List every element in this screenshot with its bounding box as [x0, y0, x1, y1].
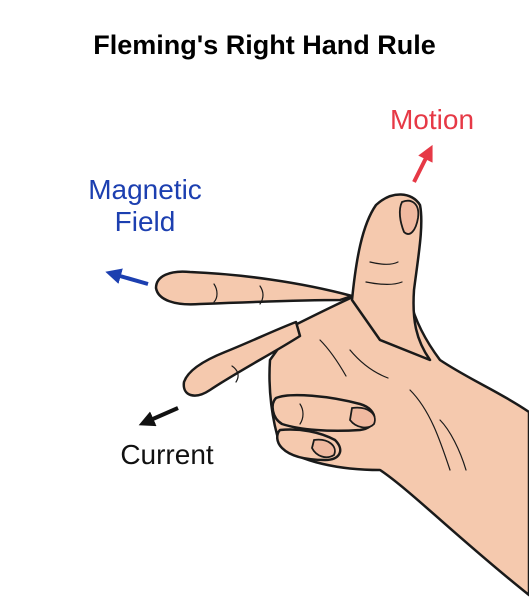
diagram-title: Fleming's Right Hand Rule: [93, 30, 436, 60]
magnetic-field-label-line2: Field: [114, 206, 176, 238]
index-finger: [154, 270, 354, 306]
motion-label: Motion: [389, 104, 475, 135]
thumbnail-icon: [398, 199, 420, 235]
ring-finger: [271, 393, 376, 432]
motion-arrow: [412, 144, 433, 183]
magnetic-field-label: Magnetic Field: [60, 174, 230, 238]
skin-creases: [213, 261, 467, 471]
ring-fingernail-icon: [349, 406, 376, 429]
little-fingernail-icon: [311, 438, 336, 459]
field-arrow: [105, 268, 149, 286]
middle-finger: [182, 320, 302, 397]
current-label: Current: [120, 439, 214, 470]
thumb: [350, 193, 432, 362]
hand-palm: [268, 294, 529, 597]
current-arrow: [138, 406, 179, 427]
magnetic-field-label-line1: Magnetic: [88, 174, 202, 205]
